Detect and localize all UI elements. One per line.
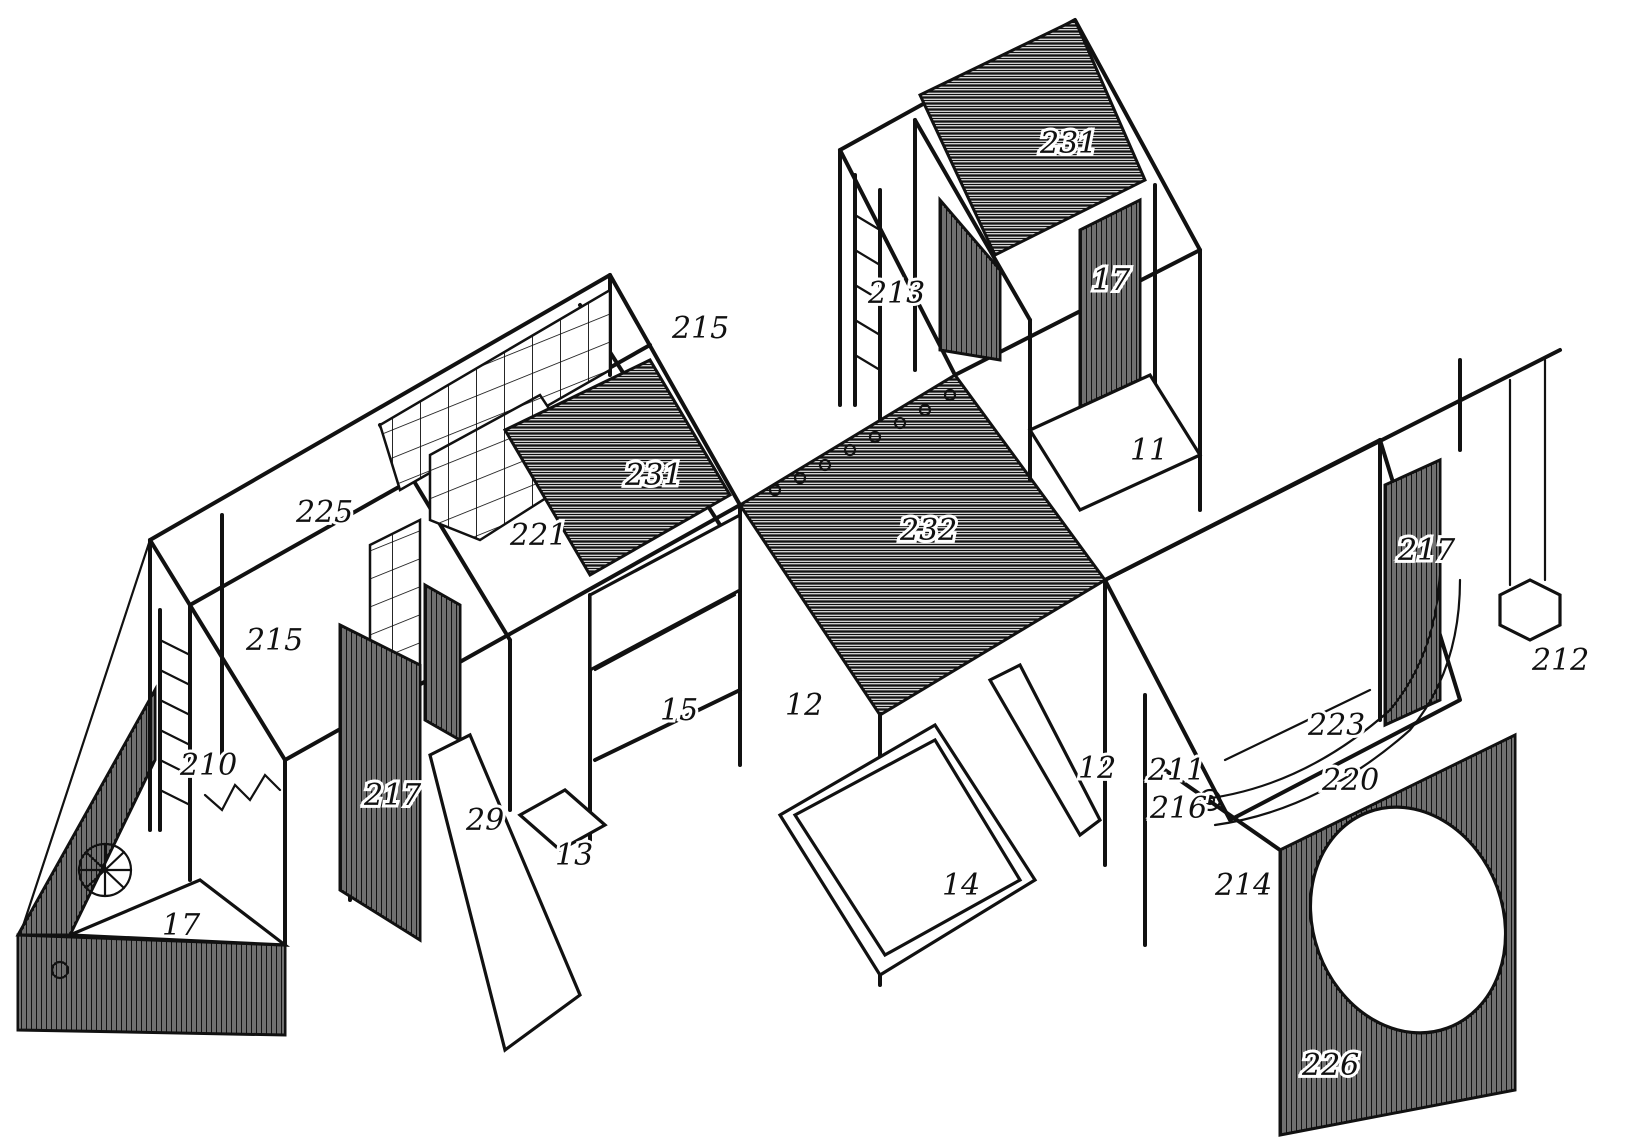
board-panel [588, 512, 742, 673]
label-221: 221 [509, 518, 567, 553]
label-217a: 217 [363, 778, 422, 813]
label-11: 11 [1130, 433, 1168, 468]
label-12b: 12 [1078, 751, 1116, 786]
slide [428, 732, 582, 1053]
label-231b: 231 [1039, 126, 1097, 161]
label-223: 223 [1307, 708, 1365, 743]
label-231a: 231 [624, 458, 682, 493]
tower-ladder [853, 173, 882, 422]
front-floor [69, 878, 291, 947]
label-15: 15 [660, 693, 698, 728]
label-210: 210 [179, 748, 237, 783]
curved-slide [1193, 558, 1442, 802]
label-29: 29 [465, 803, 504, 838]
roof-panel-right [918, 17, 1147, 258]
label-225: 225 [295, 495, 353, 530]
label-215a: 215 [671, 311, 729, 346]
roof-slat-rings [768, 388, 957, 497]
roof-panel-left [502, 358, 733, 578]
climbing-ladder [158, 608, 192, 862]
label-12a: 12 [785, 688, 823, 723]
label-217b: 217 [1397, 533, 1456, 568]
balance-beam [987, 662, 1103, 838]
tower-wall [938, 195, 1002, 362]
steering-wheel-icon [77, 842, 133, 898]
label-211: 211 [1147, 753, 1205, 788]
label-17b: 17 [1092, 263, 1131, 298]
wheel-icon [1198, 788, 1222, 812]
front-base-wall [16, 933, 287, 1037]
label-214: 214 [1214, 868, 1272, 903]
label-216: 216 [1149, 791, 1207, 826]
left-structure [15, 273, 742, 1053]
label-232: 232 [899, 513, 957, 548]
label-14: 14 [942, 868, 980, 903]
right-structure [1103, 358, 1562, 1137]
climbing-net-back [378, 287, 612, 492]
tower-floor [1027, 372, 1203, 513]
reference-labels: 11 12 12 13 14 15 17 17 29 210 211 212 2… [159, 123, 1592, 1086]
label-13: 13 [555, 838, 593, 873]
label-215b: 215 [245, 623, 303, 658]
porthole-icon [50, 960, 70, 980]
bunting-flags [203, 773, 282, 812]
label-212: 212 [1531, 643, 1589, 678]
swing [1498, 358, 1562, 642]
step-box [517, 788, 608, 852]
triangle-side-panel [15, 684, 157, 937]
tunnel-opening [1308, 805, 1508, 1035]
label-17a: 17 [162, 908, 201, 943]
wall-panel-29 [423, 582, 462, 743]
back-tower [838, 17, 1203, 513]
swing-seat [1498, 578, 1562, 642]
label-226: 226 [1301, 1048, 1359, 1083]
label-213: 213 [867, 276, 925, 311]
wall-panel-left [338, 622, 422, 943]
label-220: 220 [1321, 763, 1379, 798]
wall-panel-right [1383, 457, 1442, 728]
